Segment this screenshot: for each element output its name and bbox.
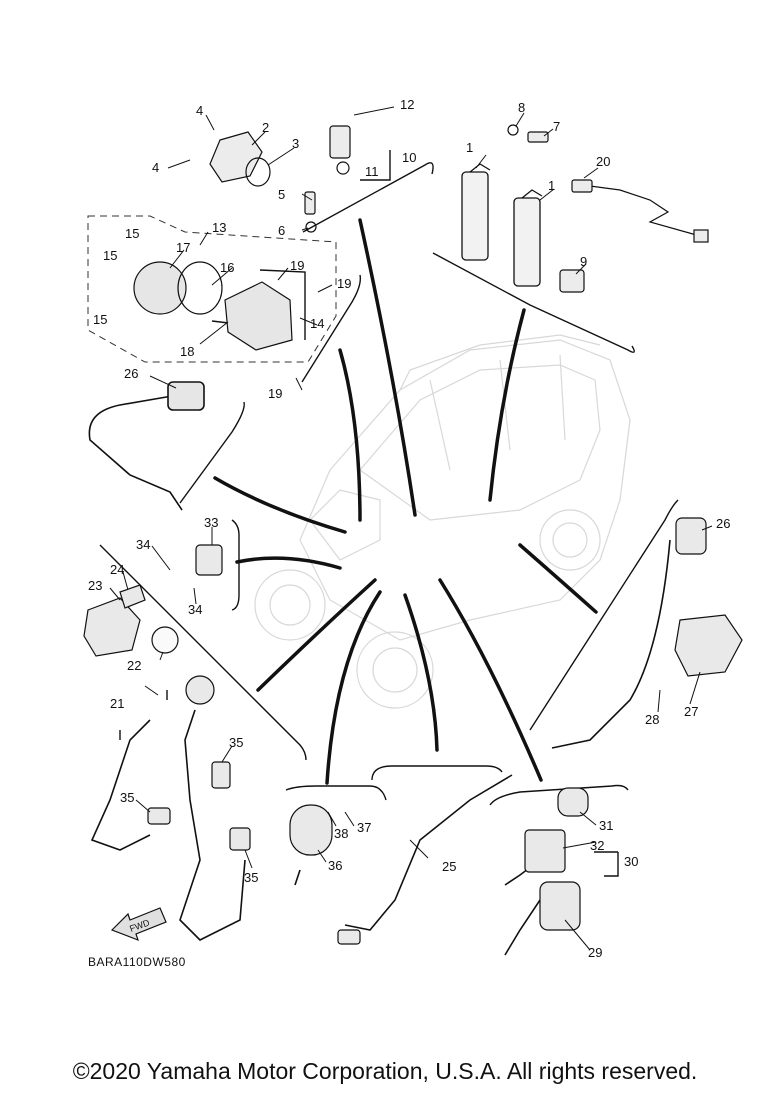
callout-6: 6 <box>278 223 285 238</box>
callout-26: 26 <box>124 366 138 381</box>
callout-38: 38 <box>334 826 348 841</box>
callout-7: 7 <box>553 119 560 134</box>
assembly-13-box <box>87 215 337 363</box>
callout-5: 5 <box>278 187 285 202</box>
drawing-code: BARA110DW580 <box>88 955 186 969</box>
callout-21: 21 <box>110 696 124 711</box>
callout-33: 33 <box>204 515 218 530</box>
throttle-assembly <box>133 261 293 351</box>
callout-29: 29 <box>588 945 602 960</box>
callout-13: 13 <box>212 220 226 235</box>
callout-23: 23 <box>88 578 102 593</box>
callout-35: 35 <box>244 870 258 885</box>
callout-36: 36 <box>328 858 342 873</box>
callout-4: 4 <box>196 103 203 118</box>
callout-19: 19 <box>268 386 282 401</box>
callout-32: 32 <box>590 838 604 853</box>
callout-9: 9 <box>580 254 587 269</box>
callout-15: 15 <box>93 312 107 327</box>
callout-25: 25 <box>442 859 456 874</box>
callout-14: 14 <box>310 316 324 331</box>
callout-34: 34 <box>136 537 150 552</box>
callout-15: 15 <box>125 226 139 241</box>
callout-28: 28 <box>645 712 659 727</box>
callout-10: 10 <box>402 150 416 165</box>
callout-17: 17 <box>176 240 190 255</box>
harness-leaders <box>213 218 598 785</box>
electrical-components <box>83 517 743 945</box>
callout-1: 1 <box>466 140 473 155</box>
sensors-top <box>209 124 709 293</box>
callout-30: 30 <box>624 854 638 869</box>
callout-37: 37 <box>357 820 371 835</box>
wire-harnesses <box>88 381 671 956</box>
callout-26: 26 <box>716 516 730 531</box>
group-brackets <box>99 150 679 877</box>
callout-35: 35 <box>229 735 243 750</box>
callout-18: 18 <box>180 344 194 359</box>
callout-12: 12 <box>400 97 414 112</box>
vehicle-outline <box>254 334 631 709</box>
callout-19: 19 <box>290 258 304 273</box>
callout-1: 1 <box>548 178 555 193</box>
callout-24: 24 <box>110 562 124 577</box>
callout-15: 15 <box>103 248 117 263</box>
callout-11: 11 <box>365 164 379 179</box>
callout-3: 3 <box>292 136 299 151</box>
callout-22: 22 <box>127 658 141 673</box>
callout-35: 35 <box>120 790 134 805</box>
callout-16: 16 <box>220 260 234 275</box>
callout-labels: 1 1 2 3 4 4 5 6 7 8 9 10 11 12 13 14 15 … <box>88 97 730 960</box>
callout-4: 4 <box>152 160 159 175</box>
callout-20: 20 <box>596 154 610 169</box>
callout-27: 27 <box>684 704 698 719</box>
callout-leaders <box>109 106 713 951</box>
callout-2: 2 <box>262 120 269 135</box>
callout-19: 19 <box>337 276 351 291</box>
callout-34: 34 <box>188 602 202 617</box>
copyright-notice: ©2020 Yamaha Motor Corporation, U.S.A. A… <box>72 1058 698 1084</box>
callout-31: 31 <box>599 818 613 833</box>
fwd-arrow: FWD <box>110 907 167 942</box>
ignition-coils <box>461 163 543 287</box>
callout-8: 8 <box>518 100 525 115</box>
parts-diagram: FWD 1 1 2 3 4 4 5 6 7 8 9 1 <box>83 97 743 969</box>
